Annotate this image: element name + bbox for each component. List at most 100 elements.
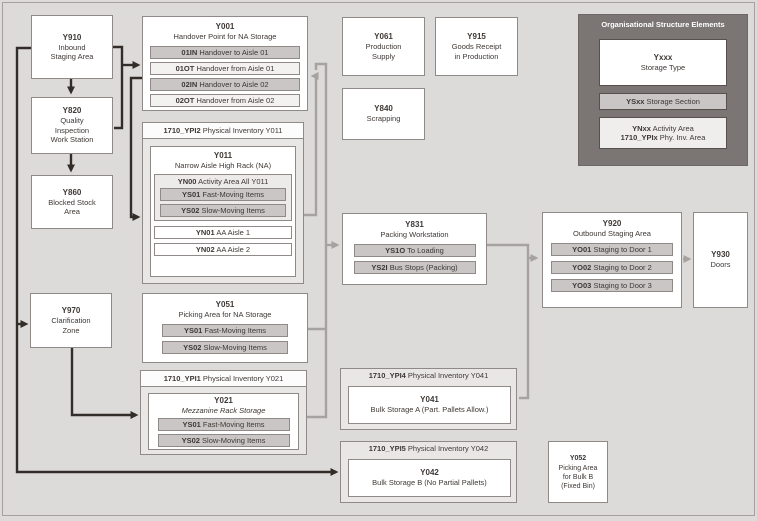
legend-code: 1710_YPIx — [620, 133, 658, 142]
legend-line: YNxx Activity Area — [600, 124, 726, 134]
node-label: Supply — [372, 51, 395, 61]
row-code: YS02 — [183, 342, 202, 352]
node-label: Doors — [710, 260, 731, 270]
node-code: Y831 — [405, 220, 424, 229]
node-y915: Y915 Goods Receipt in Production — [435, 17, 518, 76]
node-y970: Y970 Clarification Zone — [30, 293, 112, 348]
row-ys1o: YS1O To Loading — [353, 243, 476, 257]
row-label: Staging to Door 3 — [591, 280, 652, 290]
row-label: Handover from Aisle 01 — [194, 63, 275, 73]
node-label: in Production — [454, 51, 499, 61]
row-01ot: 01OT Handover from Aisle 01 — [150, 61, 300, 75]
row-code: YS01 — [181, 190, 201, 199]
node-label: Outbound Staging Area — [573, 229, 651, 238]
row-yn02: YN02 AA Aisle 2 — [154, 243, 292, 256]
node-label: (Fixed Bin) — [561, 482, 595, 490]
node-label: Bulk Storage B (No Partial Pallets) — [372, 478, 487, 488]
row-code: YO02 — [572, 262, 592, 272]
row-ys01: YS01 Fast-Moving Items — [162, 323, 288, 337]
area-code: YN00 — [177, 176, 197, 186]
node-label: Goods Receipt — [451, 42, 502, 51]
node-code: Y860 — [62, 187, 82, 197]
row-label: Handover to Aisle 01 — [197, 47, 269, 57]
node-label: Area — [64, 207, 80, 216]
panel-code: 1710_YPI4 — [368, 371, 406, 380]
row-ys2i: YS2I Bus Stops (Packing) — [353, 260, 476, 274]
row-code: YS2I — [371, 262, 388, 272]
node-y820: Y820 Quality Inspection Work Station — [31, 97, 113, 154]
node-code: Y915 — [467, 32, 486, 41]
node-label: Narrow Aisle High Rack (NA) — [174, 161, 272, 170]
legend-storage-type: Yxxx Storage Type — [599, 39, 727, 86]
arrow-y001-to-y011 — [129, 76, 142, 222]
node-code: Y061 — [374, 32, 393, 41]
row-yo02: YO02 Staging to Door 2 — [551, 260, 673, 274]
row-label: Slow-Moving Items — [199, 206, 265, 215]
legend-line: 1710_YPIx Phy. Inv. Area — [600, 133, 726, 143]
node-y042: Y042 Bulk Storage B (No Partial Pallets) — [348, 459, 511, 497]
node-label: Picking Area for NA Storage — [178, 310, 272, 319]
node-label: Scrapping — [366, 114, 401, 124]
row-yo01: YO01 Staging to Door 1 — [551, 242, 673, 256]
node-label: Inspection — [54, 125, 90, 135]
row-label: Staging to Door 2 — [591, 262, 652, 272]
node-label: Bulk Storage A (Part. Pallets Allow.) — [370, 405, 489, 415]
node-code: Y910 — [62, 32, 82, 42]
panel-ypi2: 1710_YPI2 Physical Inventory Y011 Y011 N… — [142, 122, 304, 284]
row-label: AA Aisle 1 — [214, 228, 251, 237]
panel-code: 1710_YPI1 — [163, 374, 201, 383]
row-ys02: YS02 Slow-Moving Items — [162, 340, 288, 354]
row-label: To Loading — [405, 245, 444, 255]
panel-ypi4: 1710_YPI4 Physical Inventory Y041 Y041 B… — [340, 368, 517, 430]
node-y860: Y860 Blocked Stock Area — [31, 175, 113, 229]
row-yn01: YN01 AA Aisle 1 — [154, 226, 292, 239]
row-code: YO03 — [572, 280, 592, 290]
row-label: Slow-Moving Items — [201, 342, 267, 352]
node-y001: Y001 Handover Point for NA Storage 01IN … — [142, 16, 308, 111]
row-code: 02IN — [181, 79, 198, 89]
panel-code: 1710_YPI2 — [163, 126, 201, 135]
node-code: Y021 — [214, 396, 233, 405]
row-code: YN01 — [195, 228, 215, 237]
legend-label: Storage Section — [644, 96, 700, 106]
row-ys02: YS02 Slow-Moving Items — [157, 433, 290, 447]
node-code: Y042 — [420, 468, 439, 478]
node-y041: Y041 Bulk Storage A (Part. Pallets Allow… — [348, 386, 511, 424]
row-label: Handover from Aisle 02 — [194, 95, 275, 105]
node-y021: Y021 Mezzanine Rack Storage YS01 Fast-Mo… — [148, 393, 299, 450]
area-yn00-title: YN00 Activity Area All Y011 — [155, 177, 291, 187]
row-label: AA Aisle 2 — [214, 245, 251, 254]
node-label: Quality — [60, 116, 84, 126]
node-y061: Y061 Production Supply — [342, 17, 425, 76]
node-code: Y970 — [61, 306, 81, 315]
line-collector — [307, 62, 328, 419]
legend-title: Organisational Structure Elements — [601, 20, 725, 29]
row-label: Fast-Moving Items — [200, 419, 265, 429]
row-code: YS01 — [183, 325, 203, 335]
panel-ypi2-header: 1710_YPI2 Physical Inventory Y011 — [143, 123, 303, 139]
legend-code: Yxxx — [653, 52, 673, 62]
row-ys01: YS01 Fast-Moving Items — [160, 188, 286, 201]
panel-label: Physical Inventory Y042 — [405, 444, 489, 453]
node-label: for Bulk B — [562, 473, 594, 481]
legend: Organisational Structure Elements Yxxx S… — [578, 14, 748, 166]
panel-label: Physical Inventory Y021 — [200, 374, 284, 383]
node-code: Y001 — [215, 22, 235, 31]
arrow-y970-to-y021 — [70, 348, 139, 420]
node-code: Y920 — [602, 219, 622, 228]
row-label: Handover to Aisle 02 — [197, 79, 269, 89]
panel-ypi5-header: 1710_YPI5 Physical Inventory Y042 — [341, 442, 516, 456]
node-code: Y820 — [62, 106, 82, 116]
node-label: Staging Area — [50, 52, 94, 61]
node-label: Production — [365, 42, 402, 51]
node-code: Y840 — [374, 104, 393, 114]
row-02ot: 02OT Handover from Aisle 02 — [150, 93, 300, 107]
row-code: 02OT — [175, 95, 195, 105]
panel-ypi4-header: 1710_YPI4 Physical Inventory Y041 — [341, 369, 516, 383]
node-label: Packing Workstation — [380, 230, 449, 239]
panel-ypi1: 1710_YPI1 Physical Inventory Y021 Y021 M… — [140, 370, 307, 455]
row-label: Slow-Moving Items — [199, 435, 266, 445]
row-code: 01OT — [175, 63, 195, 73]
legend-code: YNxx — [632, 123, 651, 133]
